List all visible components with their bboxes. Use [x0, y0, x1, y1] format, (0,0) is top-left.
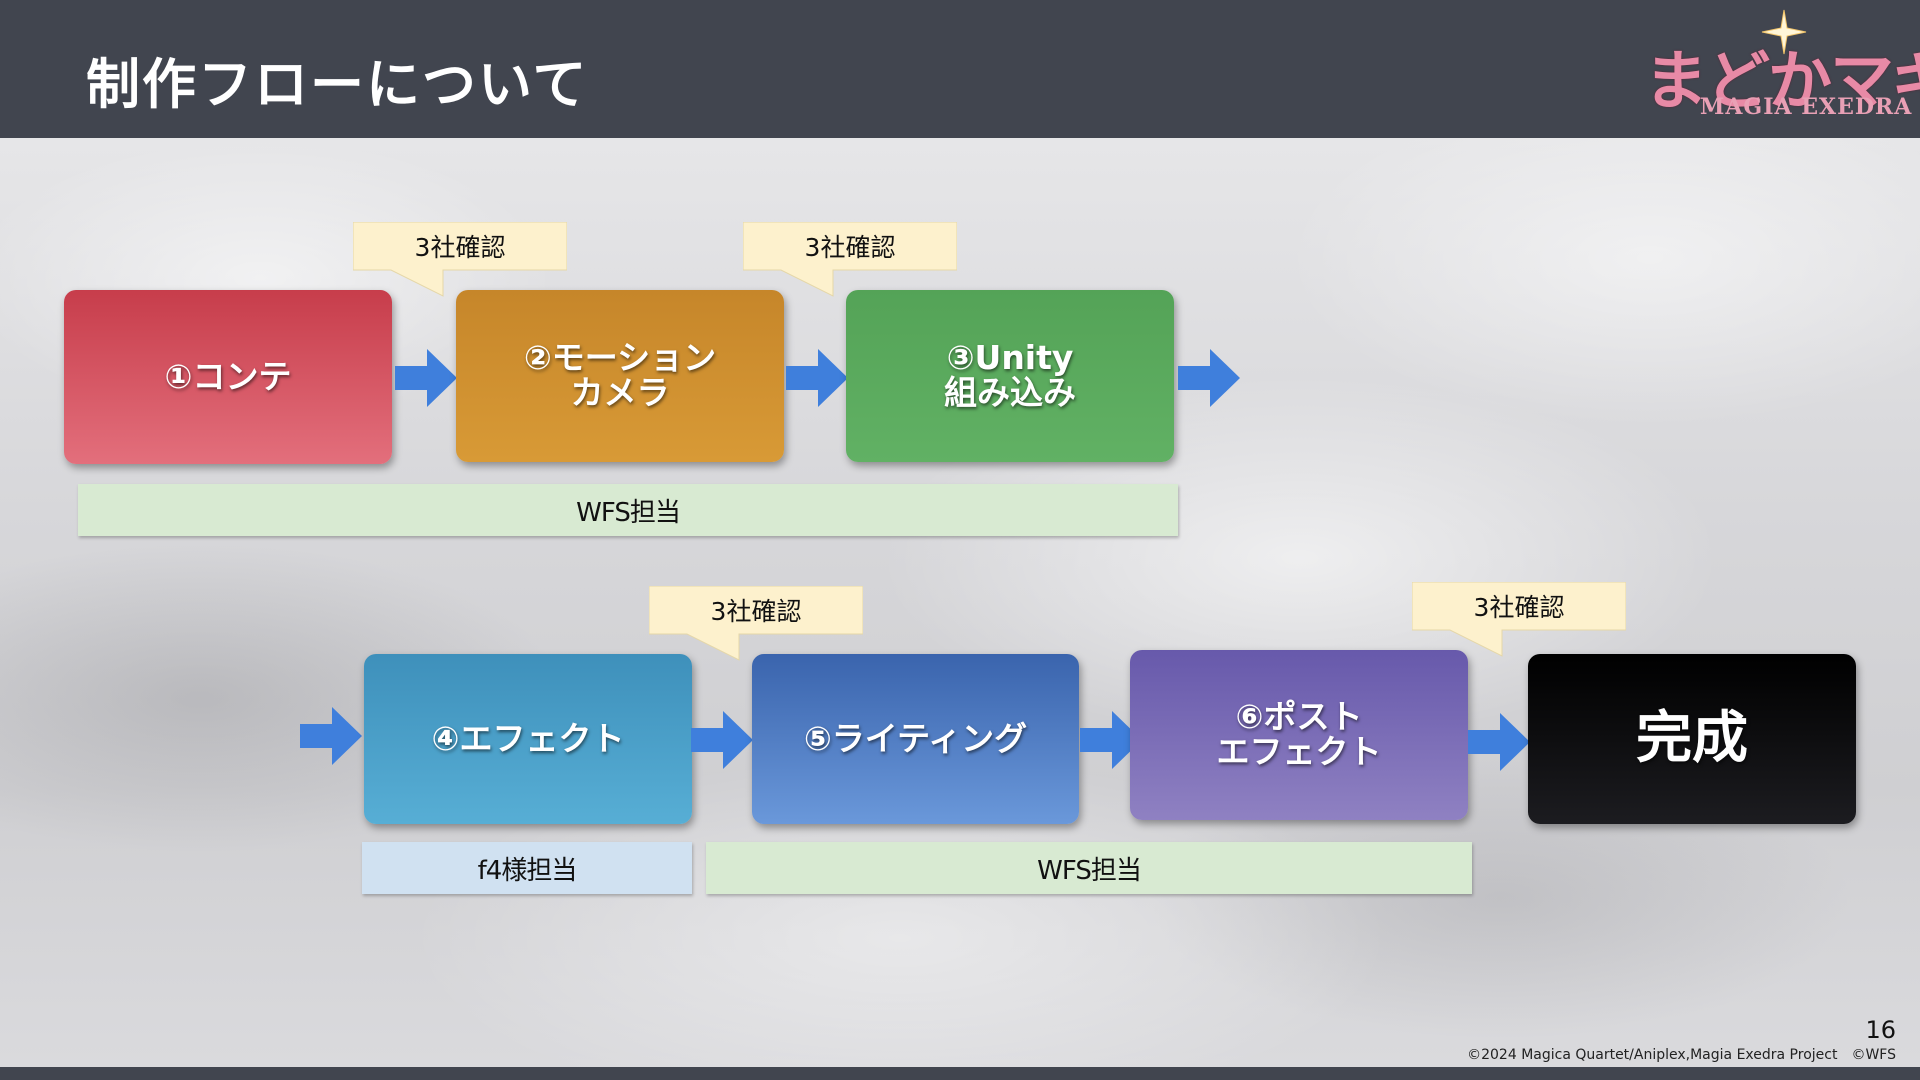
responsibility-bar-f4: f4様担当 — [362, 842, 692, 894]
sparkle-icon — [1761, 9, 1807, 55]
header-bar: 制作フローについて まどかマギカ MAGIA EXEDRA — [0, 0, 1920, 138]
arrow-right-icon — [1468, 713, 1530, 771]
arrow-right-icon — [1178, 349, 1240, 407]
step-label-line2: カメラ — [570, 373, 670, 412]
page-title: 制作フローについて — [86, 53, 589, 116]
step-label: 完成 — [1636, 705, 1748, 771]
callout-confirm-3: 3社確認 — [649, 586, 863, 676]
step-storyboard: ①コンテ — [64, 290, 392, 464]
step-post-effects: ⑥ポストエフェクト — [1130, 650, 1468, 820]
cloud-background — [0, 138, 1920, 1067]
game-logo: まどかマギカ MAGIA EXEDRA — [1636, 8, 1920, 130]
step-label: ①コンテ — [164, 356, 292, 396]
step-motion-camera: ②モーションカメラ — [456, 290, 784, 462]
arrow-right-icon — [395, 349, 457, 407]
responsibility-bar-wfs: WFS担当 — [706, 842, 1472, 894]
step-effects: ④エフェクト — [364, 654, 692, 824]
callout-confirm-2: 3社確認 — [743, 222, 957, 312]
step-lighting: ⑤ライティング — [752, 654, 1079, 824]
arrow-right-icon — [1080, 711, 1142, 769]
logo-title: まどかマギカ — [1644, 44, 1920, 119]
step-label: ④エフェクト — [431, 718, 625, 758]
step-label: ③Unity — [946, 338, 1074, 378]
callout-text: 3社確認 — [414, 233, 506, 262]
responsibility-bar-wfs: WFS担当 — [78, 484, 1178, 536]
arrow-right-icon — [300, 707, 362, 765]
step-label: ②モーション — [523, 338, 717, 378]
page-number: 16 — [1865, 1016, 1896, 1044]
callout-confirm-4: 3社確認 — [1412, 582, 1626, 672]
callout-text: 3社確認 — [804, 233, 896, 262]
arrow-right-icon — [691, 711, 753, 769]
callout-text: 3社確認 — [1473, 593, 1565, 622]
step-complete: 完成 — [1528, 654, 1856, 824]
copyright-notice: ©2024 Magica Quartet/Aniplex,Magia Exedr… — [1467, 1047, 1896, 1063]
callout-text: 3社確認 — [710, 597, 802, 626]
arrow-right-icon — [786, 349, 848, 407]
step-label: ⑤ライティング — [803, 718, 1028, 758]
logo-subtitle: MAGIA EXEDRA — [1700, 94, 1913, 120]
callout-confirm-1: 3社確認 — [353, 222, 567, 312]
step-label: ⑥ポスト — [1235, 697, 1363, 737]
footer-bar — [0, 1067, 1920, 1080]
step-label-line2: エフェクト — [1216, 732, 1382, 771]
step-label-line2: 組み込み — [944, 373, 1076, 412]
